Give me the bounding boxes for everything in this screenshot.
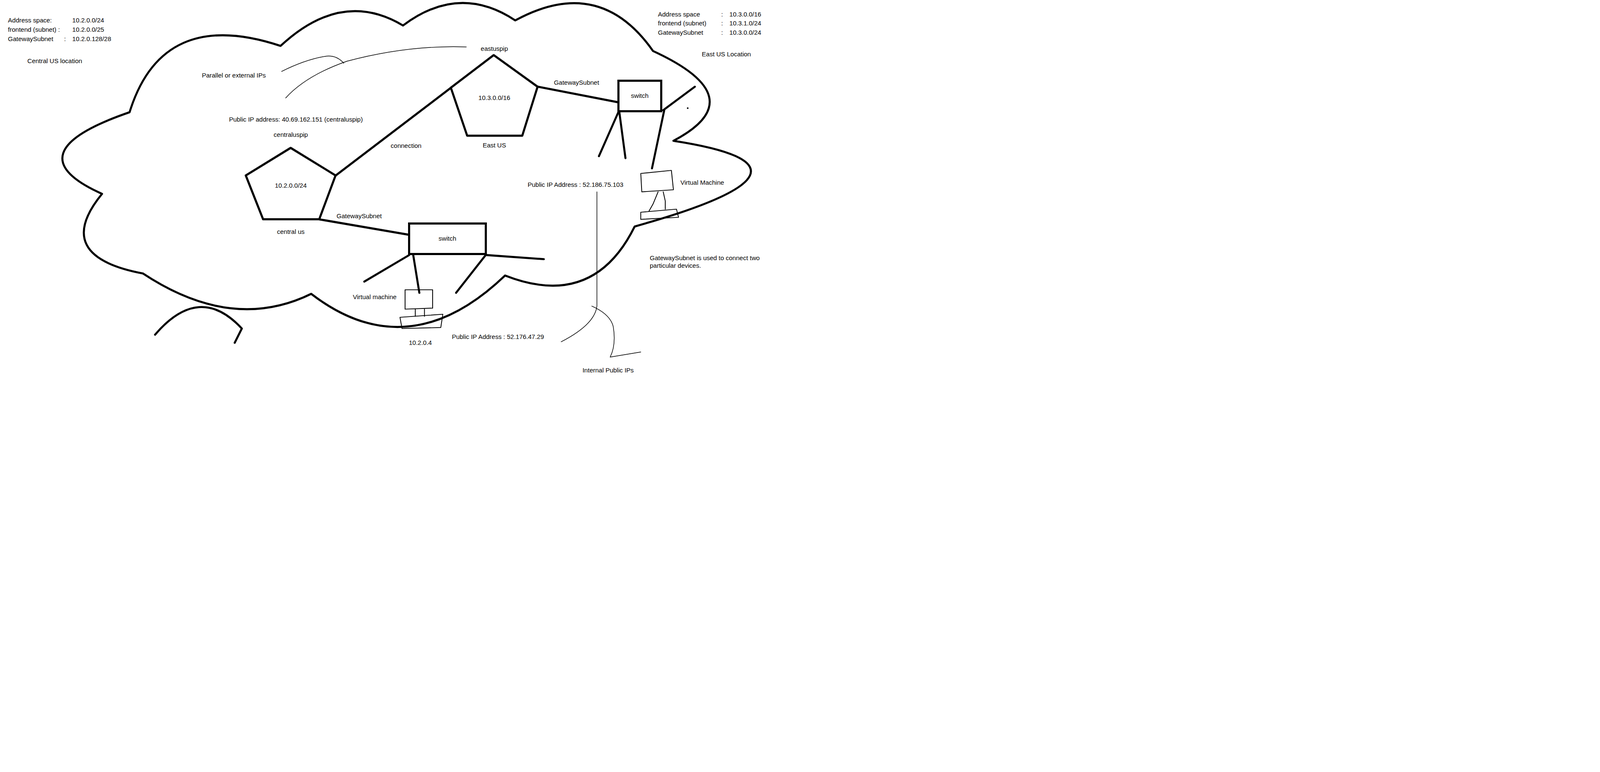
switch-leg — [652, 110, 665, 169]
vnet-gateway-pentagon: centraluspip10.2.0.0/24central us — [245, 147, 336, 220]
ip-label: Public IP Address : 52.176.47.29 — [450, 333, 545, 341]
switch-box: switch — [408, 222, 487, 256]
table-cell: : — [720, 10, 724, 19]
table-cell: 10.2.0.128/28 — [71, 35, 113, 43]
table-cell: Address space — [657, 10, 701, 19]
vm-label: Virtual machine — [352, 293, 398, 301]
ip-label: Public IP address: 40.69.162.151 (centra… — [227, 115, 364, 124]
note-text: GatewaySubnet is used to connect two par… — [648, 254, 767, 270]
node-text: switch — [630, 91, 649, 100]
edge-label: connection — [389, 141, 423, 150]
vm-base — [400, 314, 443, 329]
node-text: 10.3.0.0/16 — [478, 94, 511, 102]
connection-line — [319, 219, 409, 235]
leader-line — [591, 305, 642, 357]
vm-stand — [648, 191, 666, 212]
cloud-outline — [62, 2, 751, 328]
vm-label: Virtual Machine — [679, 178, 725, 187]
vm-monitor — [640, 170, 674, 192]
node-text: 10.2.0.0/24 — [275, 181, 307, 190]
pentagon-outline — [245, 147, 336, 220]
switch-leg — [364, 255, 410, 282]
node-heading: central us — [277, 227, 305, 236]
dot — [686, 107, 689, 109]
vm-stand — [415, 309, 425, 317]
pentagon-outline — [450, 55, 538, 136]
pentagon-shape — [450, 55, 538, 136]
annotation-label: Parallel or external IPs — [200, 71, 267, 80]
switch-leg — [663, 86, 695, 111]
leader-line — [281, 55, 345, 72]
table-cell: GatewaySubnet — [657, 28, 705, 37]
connection-line — [335, 87, 451, 176]
ip-label: Public IP Address : 52.186.75.103 — [526, 180, 625, 189]
table-cell: GatewaySubnet — [7, 35, 55, 43]
leader-line — [561, 191, 597, 342]
small-cloud — [155, 307, 242, 344]
edge-label: GatewaySubnet — [552, 78, 600, 87]
location-label: East US Location — [700, 50, 752, 59]
table-cell: 10.3.0.0/16 — [728, 10, 762, 19]
node-heading: eastuspip — [480, 44, 509, 53]
vnet-gateway-pentagon: eastuspip10.3.0.0/16East US — [450, 55, 538, 136]
table-cell: frontend (subnet) : — [7, 25, 62, 34]
switch-leg — [455, 255, 486, 293]
location-label: Central US location — [26, 57, 84, 65]
table-cell: Address space: — [7, 16, 53, 25]
edge-label: GatewaySubnet — [335, 212, 383, 220]
node-text: switch — [438, 234, 457, 243]
node-heading: centraluspip — [273, 130, 309, 139]
ip-label: 10.2.0.4 — [408, 338, 433, 347]
switch-leg — [598, 112, 619, 157]
switch-box: switch — [617, 79, 663, 113]
vm-base — [640, 209, 679, 220]
table-cell: 10.3.1.0/24 — [728, 19, 762, 28]
vm-monitor — [405, 289, 433, 310]
table-cell: 10.3.0.0/24 — [728, 28, 762, 37]
table-cell: 10.2.0.0/25 — [71, 25, 106, 34]
table-cell: : — [63, 35, 67, 43]
table-cell: frontend (subnet) — [657, 19, 708, 28]
switch-leg — [619, 112, 626, 159]
table-cell: : — [720, 19, 724, 28]
switch-leg — [413, 255, 420, 293]
switch-leg — [486, 255, 545, 260]
node-heading: East US — [482, 141, 506, 150]
connection-line — [537, 86, 618, 103]
leader-line — [285, 46, 467, 98]
pentagon-shape — [245, 147, 336, 220]
table-cell: 10.2.0.0/24 — [71, 16, 106, 25]
annotation-label: Internal Public IPs — [581, 366, 635, 375]
table-cell: : — [720, 28, 724, 37]
